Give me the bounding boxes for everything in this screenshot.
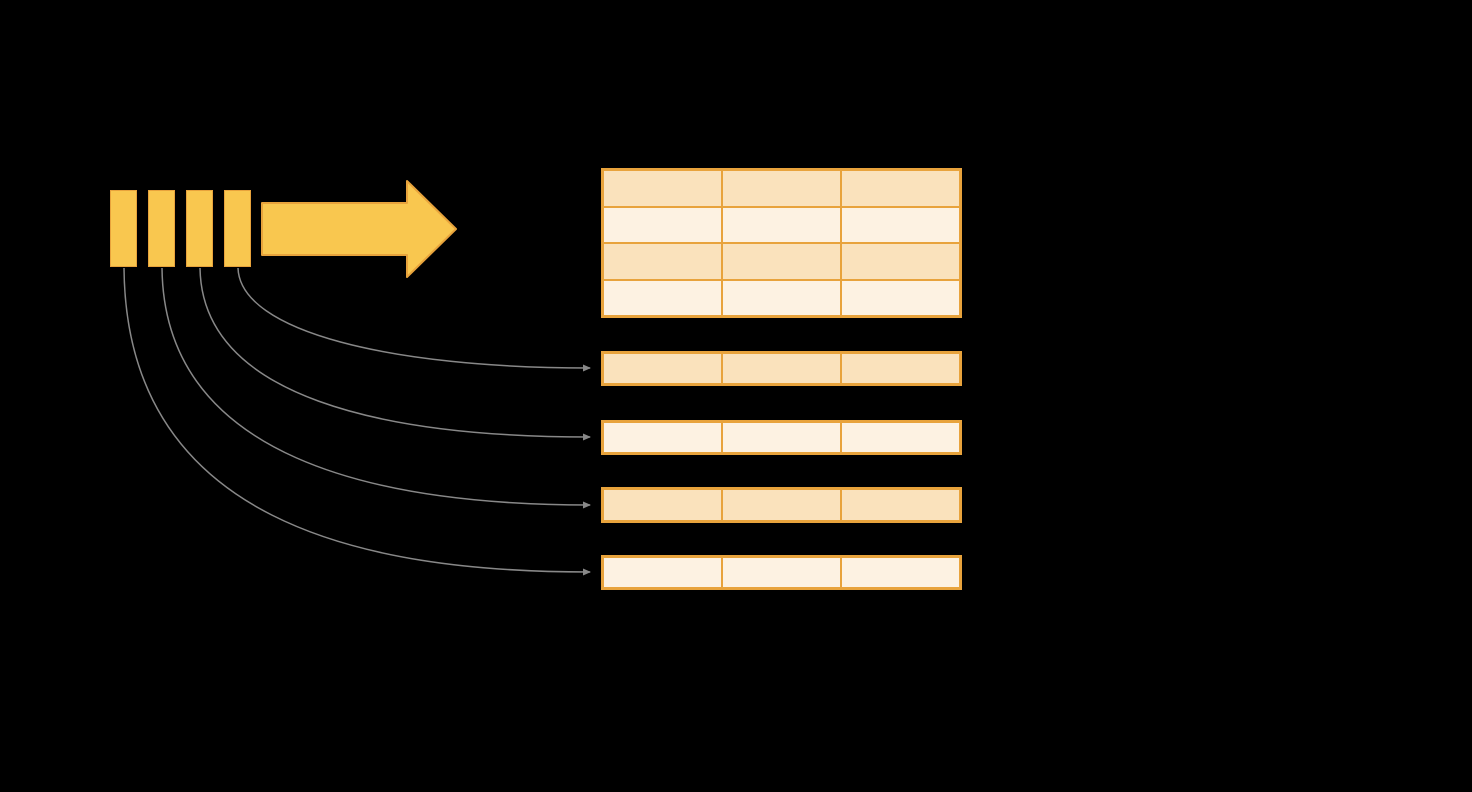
table-row xyxy=(603,353,960,384)
main-table xyxy=(601,168,962,318)
flow-arrow xyxy=(261,180,457,278)
stream-bars xyxy=(110,190,251,267)
table-row xyxy=(603,489,960,521)
table-cell xyxy=(722,557,841,588)
table-row xyxy=(603,206,960,243)
table-cell xyxy=(722,489,841,521)
stream-bar-1 xyxy=(110,190,137,267)
table-cell xyxy=(722,353,841,384)
table-cell xyxy=(603,170,722,207)
table-row xyxy=(603,243,960,280)
stream-bar-3 xyxy=(186,190,213,267)
stream-bar-2 xyxy=(148,190,175,267)
table-cell xyxy=(722,422,841,453)
table-cell xyxy=(841,557,960,588)
table-row xyxy=(603,557,960,588)
table-cell xyxy=(603,557,722,588)
row-table-1 xyxy=(601,351,962,386)
table-cell xyxy=(841,422,960,453)
table-cell xyxy=(603,422,722,453)
table-cell xyxy=(841,206,960,243)
table-row xyxy=(603,422,960,453)
row-table-3 xyxy=(601,487,962,523)
table-cell xyxy=(603,279,722,316)
connector-bar4-to-row-table-1 xyxy=(237,267,591,372)
table-cell xyxy=(722,170,841,207)
table-row xyxy=(603,170,960,207)
table-cell xyxy=(841,243,960,280)
table-row xyxy=(603,279,960,316)
row-table-4 xyxy=(601,555,962,590)
table-cell xyxy=(722,279,841,316)
table-cell xyxy=(603,489,722,521)
connector-bar1-to-row-table-4 xyxy=(123,267,591,576)
row-table-2 xyxy=(601,420,962,455)
connector-bar2-to-row-table-3 xyxy=(161,267,591,509)
connector-bar3-to-row-table-2 xyxy=(199,267,591,441)
table-cell xyxy=(603,353,722,384)
table-cell xyxy=(841,353,960,384)
table-cell xyxy=(603,206,722,243)
table-cell xyxy=(841,279,960,316)
table-cell xyxy=(841,170,960,207)
table-cell xyxy=(722,243,841,280)
table-cell xyxy=(603,243,722,280)
stream-bar-4 xyxy=(224,190,251,267)
table-cell xyxy=(722,206,841,243)
table-cell xyxy=(841,489,960,521)
